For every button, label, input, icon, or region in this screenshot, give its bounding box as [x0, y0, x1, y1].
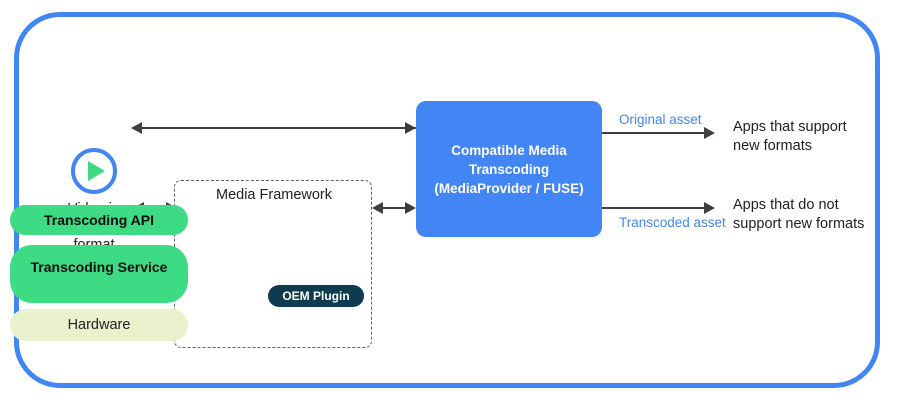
apps-support-new-formats-label: Apps that support new formats	[733, 118, 847, 156]
transcoding-api-box[interactable]: Transcoding API	[10, 205, 188, 235]
connector-video-to-transcoding-arrowhead-left	[131, 122, 142, 134]
connector-framework-to-transcoding-arrowhead-left	[372, 202, 383, 214]
media-framework-title: Media Framework	[215, 187, 333, 203]
oem-plugin-badge[interactable]: OEM Plugin	[268, 285, 364, 307]
apps-no-support-line-2: support new formats	[733, 216, 865, 232]
play-triangle-icon	[88, 161, 105, 181]
original-asset-label: Original asset	[619, 112, 702, 127]
transcoded-asset-label: Transcoded asset	[619, 215, 726, 230]
connector-framework-to-transcoding-line	[383, 207, 405, 210]
play-circle-icon	[71, 148, 117, 194]
apps-support-line-2: new formats	[733, 138, 812, 154]
cmt-line-2: Transcoding	[468, 161, 550, 177]
apps-no-support-line-1: Apps that do not	[733, 197, 839, 213]
apps-no-support-new-formats-label: Apps that do not support new formats	[733, 196, 864, 234]
cmt-line-1: Compatible Media	[451, 142, 567, 158]
output-arrow-original-arrowhead	[704, 127, 715, 139]
output-arrow-transcoded-arrowhead	[704, 202, 715, 214]
apps-support-line-1: Apps that support	[733, 119, 847, 135]
connector-video-to-transcoding-line	[142, 127, 416, 130]
connector-framework-to-transcoding-arrowhead-right	[405, 202, 416, 214]
connector-video-to-transcoding-arrowhead-right	[405, 122, 416, 134]
output-arrow-transcoded-line	[602, 207, 705, 210]
compatible-media-transcoding-box[interactable]: Compatible Media Transcoding (MediaProvi…	[416, 101, 602, 237]
hardware-box[interactable]: Hardware	[10, 309, 188, 341]
media-framework-group: Media Framework	[174, 180, 372, 348]
transcoding-service-box[interactable]: Transcoding Service	[10, 245, 188, 303]
cmt-line-3: (MediaProvider / FUSE)	[434, 180, 584, 196]
output-arrow-original-line	[602, 132, 705, 135]
